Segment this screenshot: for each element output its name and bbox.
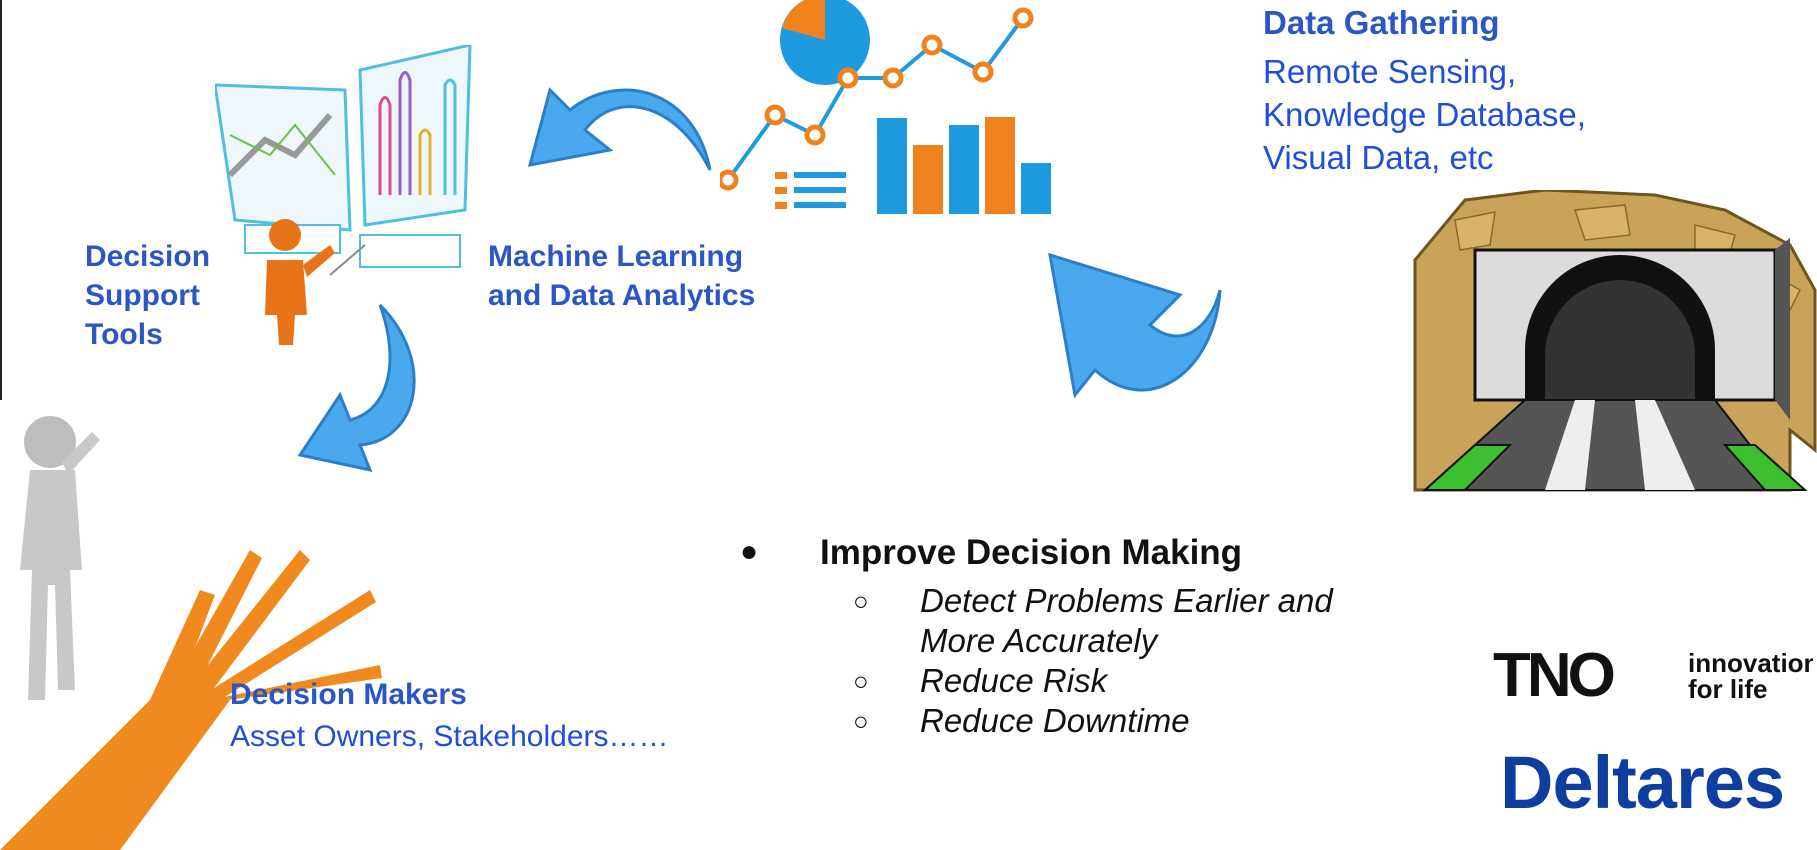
decision-support-line: Tools (85, 318, 163, 351)
machine-learning-line: and Data Analytics (488, 279, 756, 312)
list-item: ○ Reduce Downtime (740, 701, 1340, 741)
bullet-ring-icon: ○ (853, 586, 869, 616)
arrow-tools-to-makers (297, 303, 416, 473)
list-item-text: Detect Problems Earlier and More Accurat… (920, 582, 1333, 659)
improve-heading-text: Improve Decision Making (820, 533, 1243, 572)
decision-makers-subtitle: Asset Owners, Stakeholders…… (230, 720, 669, 753)
tno-tagline-line: innovation (1688, 648, 1813, 678)
deltares-logo: Deltares (1500, 741, 1785, 824)
decision-makers-illustration (0, 416, 382, 850)
improve-list: ● Improve Decision Making ○ Detect Proble… (740, 533, 1340, 741)
tunnel-illustration (1413, 190, 1817, 492)
list-item: ○ Reduce Risk (740, 661, 1340, 701)
tno-wordmark: TNO (1493, 641, 1614, 710)
machine-learning-label: Machine Learning and Data Analytics (488, 237, 755, 315)
data-gathering-details: Remote Sensing, Knowledge Database, Visu… (1263, 50, 1586, 179)
data-gathering-line: Visual Data, etc (1263, 139, 1494, 176)
data-gathering-line: Remote Sensing, (1263, 53, 1517, 90)
machine-learning-line: Machine Learning (488, 240, 744, 273)
list-icon (775, 172, 846, 209)
data-charts-illustration (720, 0, 1051, 214)
tno-tagline-line: for life (1688, 674, 1767, 704)
bullet-ring-icon: ○ (853, 706, 869, 736)
bullet-dot-icon: ● (740, 535, 759, 568)
tno-logo: TNO innovation for life (1493, 640, 1817, 715)
bar-chart-icon (877, 117, 1051, 214)
left-border (0, 0, 2, 400)
list-item-text: Reduce Downtime (920, 702, 1190, 739)
tno-logo-mark: TNO innovation for life (1493, 641, 1817, 710)
arrow-tunnel-to-data (1048, 252, 1222, 399)
list-item: ○ Detect Problems Earlier and More Accura… (740, 581, 1340, 661)
decision-support-label: Decision Support Tools (85, 237, 210, 354)
decision-support-line: Decision (85, 240, 211, 273)
decision-support-illustration (215, 45, 472, 345)
decision-support-line: Support (85, 279, 200, 312)
list-item-text: Reduce Risk (920, 662, 1108, 699)
arrow-data-to-ml (527, 87, 712, 171)
decision-makers-title: Decision Makers (230, 678, 467, 711)
bullet-ring-icon: ○ (853, 666, 869, 696)
data-gathering-title: Data Gathering (1263, 4, 1500, 41)
data-gathering-line: Knowledge Database, (1263, 96, 1586, 133)
improve-heading: ● Improve Decision Making (740, 533, 1340, 573)
